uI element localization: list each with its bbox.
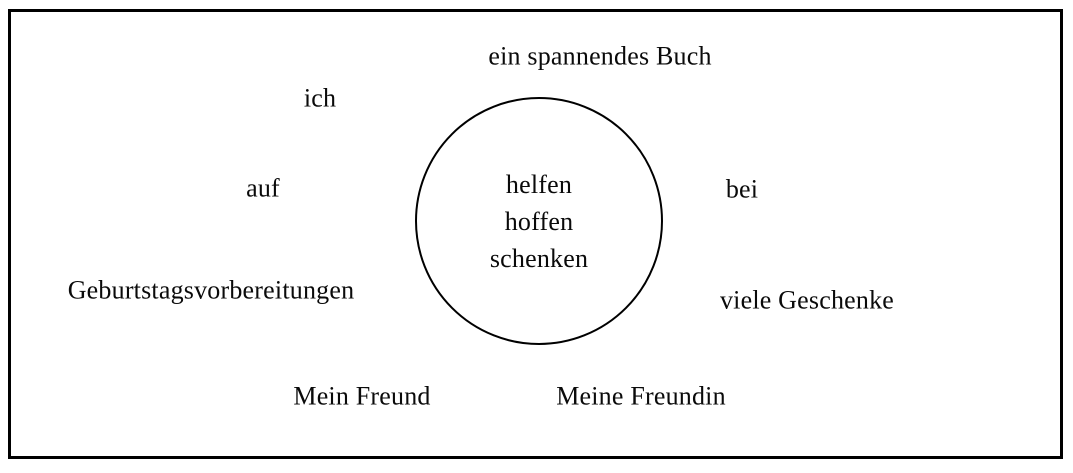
verb-hoffen: hoffen [504,206,574,236]
verb-helfen: helfen [505,169,573,199]
scattered-word: Mein Freund [293,381,431,411]
verb-circle: helfen hoffen schenken [415,97,663,345]
scattered-word: Geburtstagsvorbereitungen [67,275,355,305]
scattered-word: viele Geschenke [719,285,895,315]
scattered-word: ich [303,83,337,113]
verb-schenken: schenken [489,243,589,273]
scattered-word: auf [246,173,280,203]
verb-list: helfen hoffen schenken [490,166,588,277]
scattered-word: ein spannendes Buch [488,41,712,71]
scattered-word: Meine Freundin [556,381,726,411]
scattered-word: bei [725,174,759,204]
